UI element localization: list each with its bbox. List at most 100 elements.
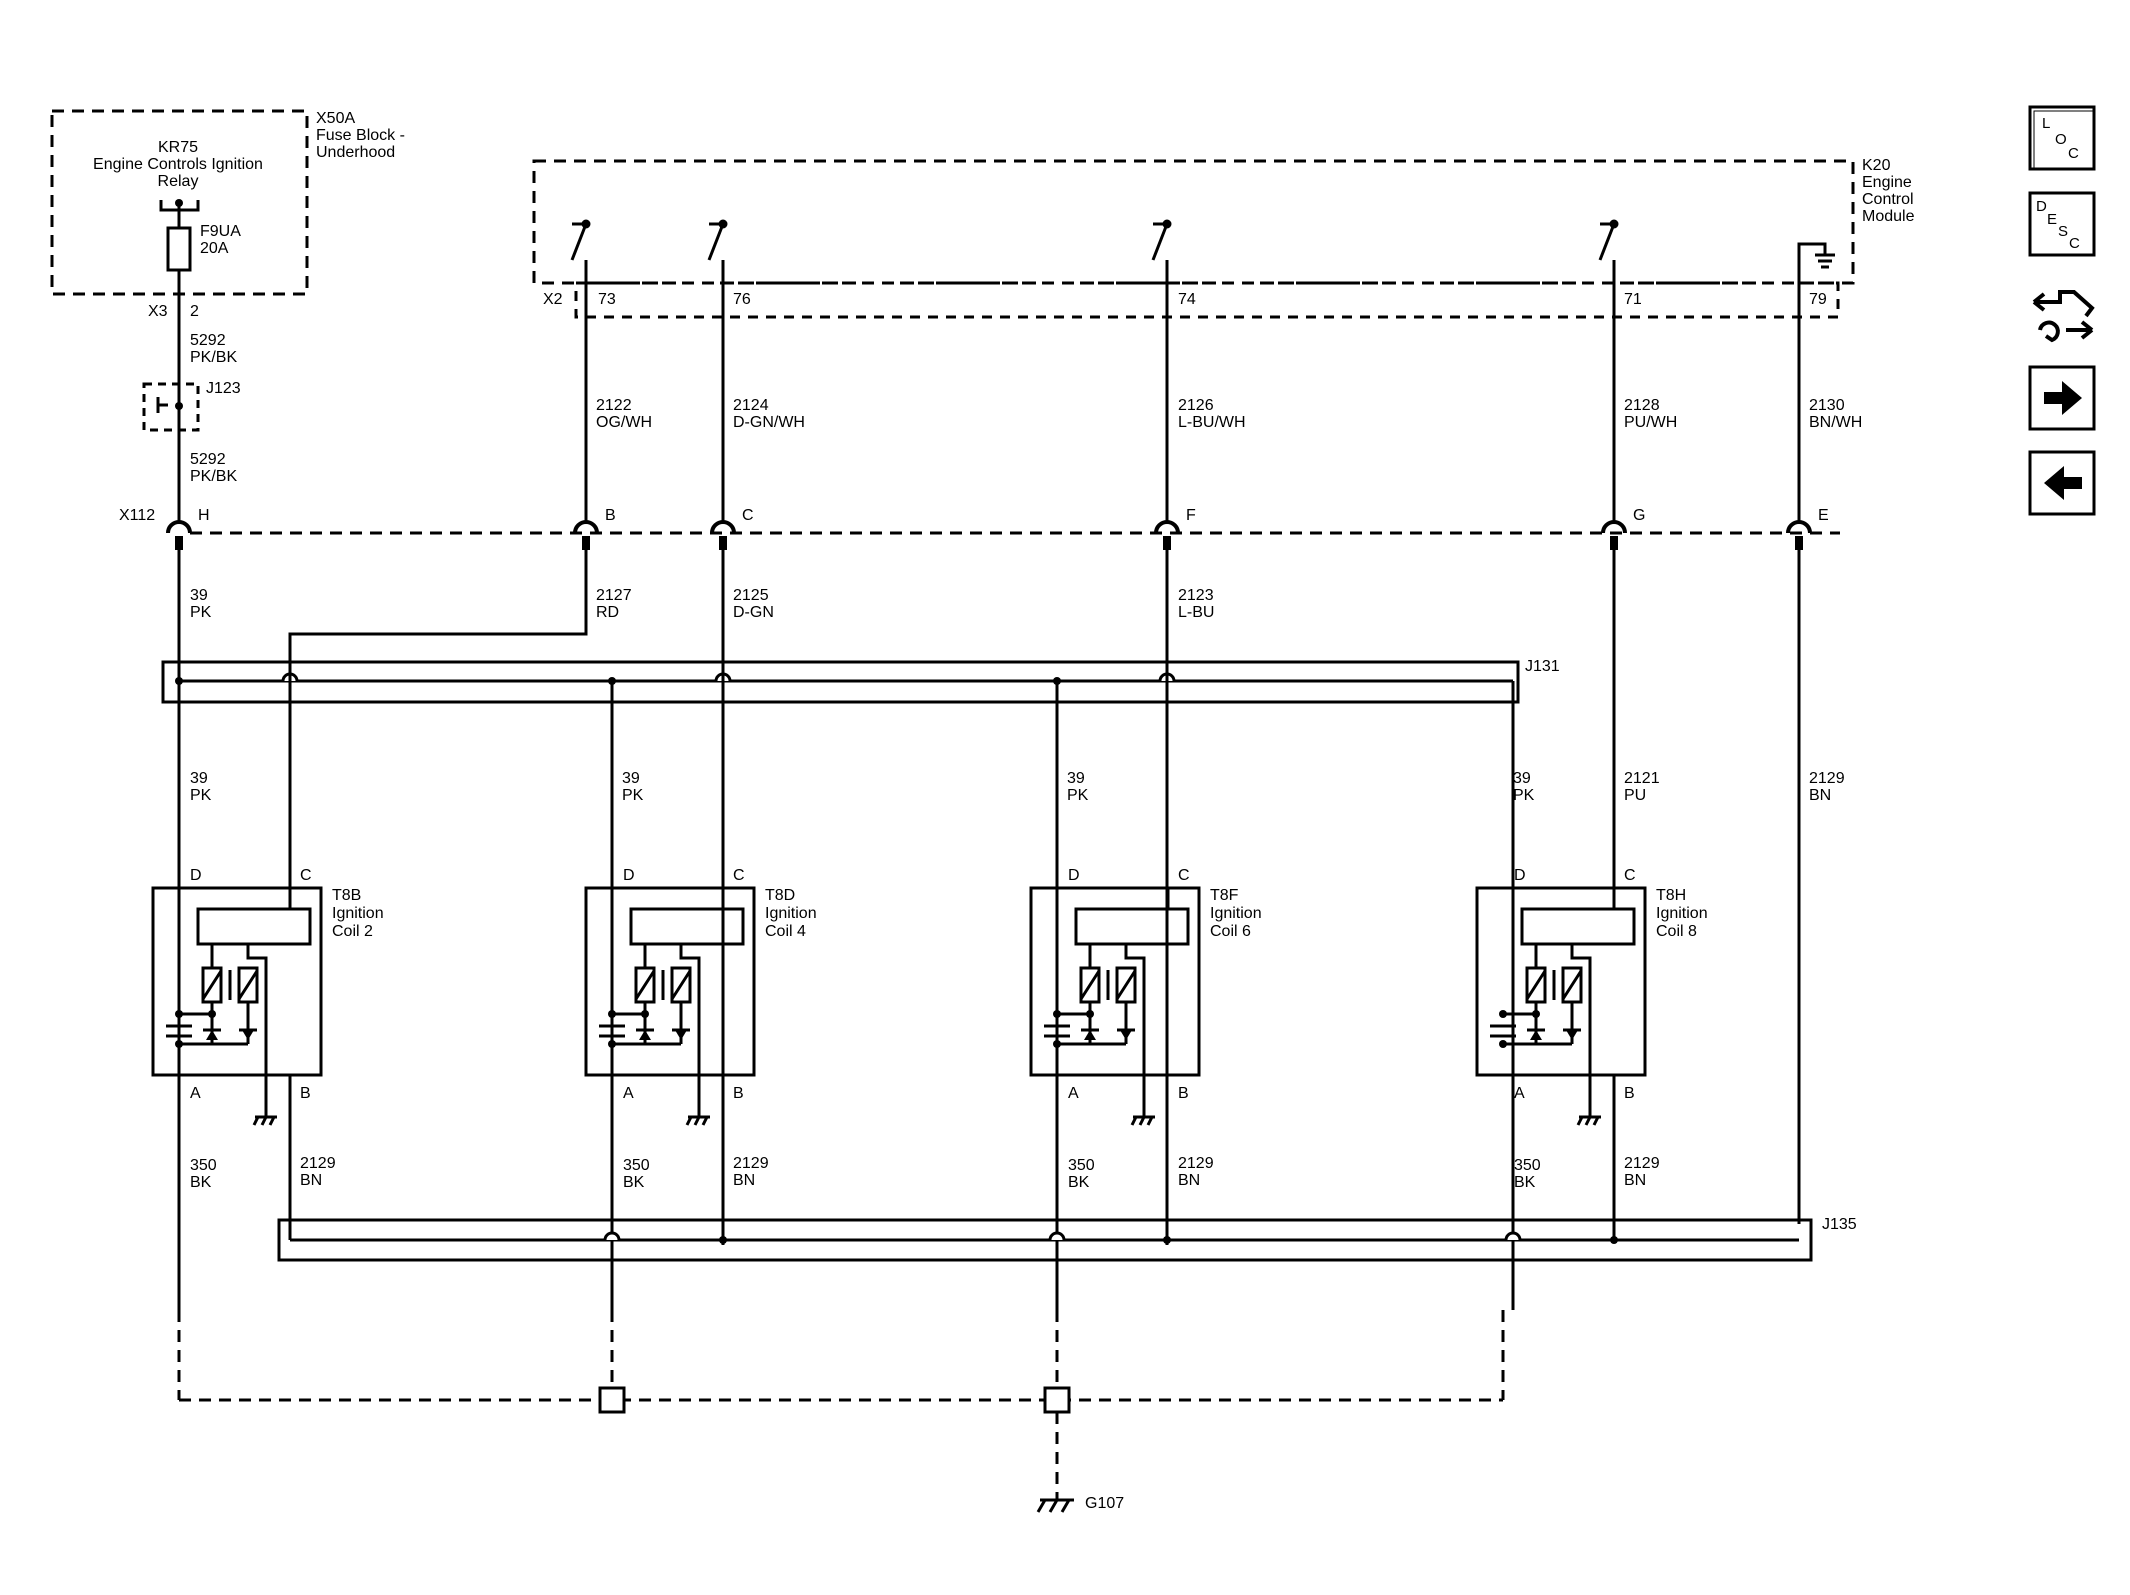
ecm-switch-icons [570, 219, 1619, 261]
coil-id: T8D [765, 887, 795, 904]
wire-circuit: 39 [1513, 770, 1531, 787]
coil-line1: Ignition [1210, 905, 1262, 922]
relay-id: KR75 [158, 139, 198, 156]
wire-color: BK [1514, 1174, 1536, 1191]
wire-color: PK [190, 787, 212, 804]
splice-j131-label: J131 [1525, 658, 1560, 675]
desc-letter: D [2036, 198, 2047, 215]
pin-d-label: D [1514, 867, 1526, 884]
wire-circuit: 2124 [733, 397, 769, 414]
ground-icon [1130, 1075, 1155, 1126]
wire-color: BN [1624, 1172, 1646, 1189]
wire-circuit: 350 [623, 1157, 650, 1174]
ground-label: G107 [1085, 1495, 1124, 1512]
pin-a-label: A [190, 1085, 201, 1102]
pin-c-label: C [1624, 867, 1636, 884]
ground-icon [685, 1075, 710, 1126]
splice-j135-label: J135 [1822, 1216, 1857, 1233]
inline-connector-x112: X112 H B C F G E [119, 507, 1840, 550]
ecm-pin-71: 71 [1624, 291, 1642, 308]
wire-color: BN [300, 1172, 322, 1189]
loc-letter: O [2055, 131, 2067, 148]
wire-color: D-GN [733, 604, 774, 621]
arrow-left-icon[interactable] [2028, 450, 2096, 516]
pin-g: G [1633, 507, 1645, 524]
pin-a-label: A [1068, 1085, 1079, 1102]
pin-c: C [742, 507, 754, 524]
coil-line1: Ignition [765, 905, 817, 922]
wire-circuit: 39 [622, 770, 640, 787]
wire-color: RD [596, 604, 619, 621]
loc-letter: C [2068, 145, 2079, 162]
coil-id: T8B [332, 887, 361, 904]
wire-circuit: 2128 [1624, 397, 1660, 414]
wire-circuit: 2129 [1624, 1155, 1660, 1172]
side-toolbar: L O C D E S C [2028, 105, 2096, 516]
coil-feed-labels: 39 PK 39 PK 39 PK 39 PK 2121 PU 2129 BN [190, 770, 1845, 804]
connector-swap-icon[interactable] [2032, 290, 2095, 343]
fuse-rating: 20A [200, 240, 229, 257]
pin-b: B [605, 507, 616, 524]
ecm-name: K20 [1862, 157, 1891, 174]
wire-color: OG/WH [596, 414, 652, 431]
location-button[interactable]: L O C [2028, 105, 2096, 171]
ignition-coil-t8b: D C A B T8B Ignition Coil 2 350 BK 2129 … [151, 867, 384, 1191]
top-wires [177, 260, 1801, 523]
pin-b-label: B [1178, 1085, 1189, 1102]
wire-color: PK [622, 787, 644, 804]
ignition-coil-t8d: D C A B T8D Ignition Coil 4 350 BK 2129 … [584, 867, 817, 1191]
splice-j123: J123 [142, 380, 241, 432]
desc-letter: E [2047, 211, 2057, 228]
wire-color: PK/BK [190, 349, 237, 366]
desc-letter: C [2069, 235, 2080, 252]
arrow-right-icon[interactable] [2028, 365, 2096, 431]
pin-h: H [198, 507, 210, 524]
ignition-coil-t8f: D C A B T8F Ignition Coil 6 350 BK 2129 … [1029, 867, 1262, 1191]
wire-color: PK [1067, 787, 1089, 804]
wire-circuit: 2130 [1809, 397, 1845, 414]
wire-circuit: 350 [190, 1157, 217, 1174]
ecm-pin-74: 74 [1178, 291, 1196, 308]
coil-line2: Coil 2 [332, 923, 373, 940]
ignition-coil-t8h: D C A B T8H Ignition Coil 8 350 BK 2129 … [1475, 867, 1708, 1191]
fuse-block-line2: Underhood [316, 144, 395, 161]
ground-icon [1576, 1075, 1601, 1126]
pin-e: E [1818, 507, 1829, 524]
wire-color: PK [190, 604, 212, 621]
wire-circuit: 2126 [1178, 397, 1214, 414]
coil-line1: Ignition [332, 905, 384, 922]
wire-circuit: 5292 [190, 451, 226, 468]
wire-circuit: 39 [190, 587, 208, 604]
relay-line1: Engine Controls Ignition [93, 156, 263, 173]
description-button[interactable]: D E S C [2028, 191, 2096, 257]
ecm-ground-icon [1797, 242, 1835, 283]
top-wire-labels: 5292 PK/BK 5292 PK/BK 2122 OG/WH 2124 D-… [190, 332, 1862, 485]
ecm-pin-79: 79 [1809, 291, 1827, 308]
wire-color: L-BU [1178, 604, 1214, 621]
ecm-line1: Engine [1862, 174, 1912, 191]
wire-circuit: 2129 [300, 1155, 336, 1172]
coil-line1: Ignition [1656, 905, 1708, 922]
fuse-icon [166, 226, 192, 272]
pin-b-label: B [1624, 1085, 1635, 1102]
fuse-block-line1: Fuse Block - [316, 127, 405, 144]
pin-c-label: C [733, 867, 745, 884]
wire-color: L-BU/WH [1178, 414, 1246, 431]
wire-circuit: 39 [190, 770, 208, 787]
wire-circuit: 2129 [1178, 1155, 1214, 1172]
wire-color: D-GN/WH [733, 414, 805, 431]
ecm-connector: X2 [543, 291, 563, 308]
wire-circuit: 2125 [733, 587, 769, 604]
wire-circuit: 350 [1514, 1157, 1541, 1174]
ground-bus [177, 1310, 1505, 1500]
chassis-ground-icon [1036, 1498, 1074, 1513]
wire-circuit: 2127 [596, 587, 632, 604]
wire-color: PK/BK [190, 468, 237, 485]
coil-line2: Coil 6 [1210, 923, 1251, 940]
coil-line2: Coil 8 [1656, 923, 1697, 940]
pin-d-label: D [190, 867, 202, 884]
fuse-block-pin: 2 [190, 303, 199, 320]
coil-id: T8F [1210, 887, 1239, 904]
pin-a-label: A [1514, 1085, 1525, 1102]
